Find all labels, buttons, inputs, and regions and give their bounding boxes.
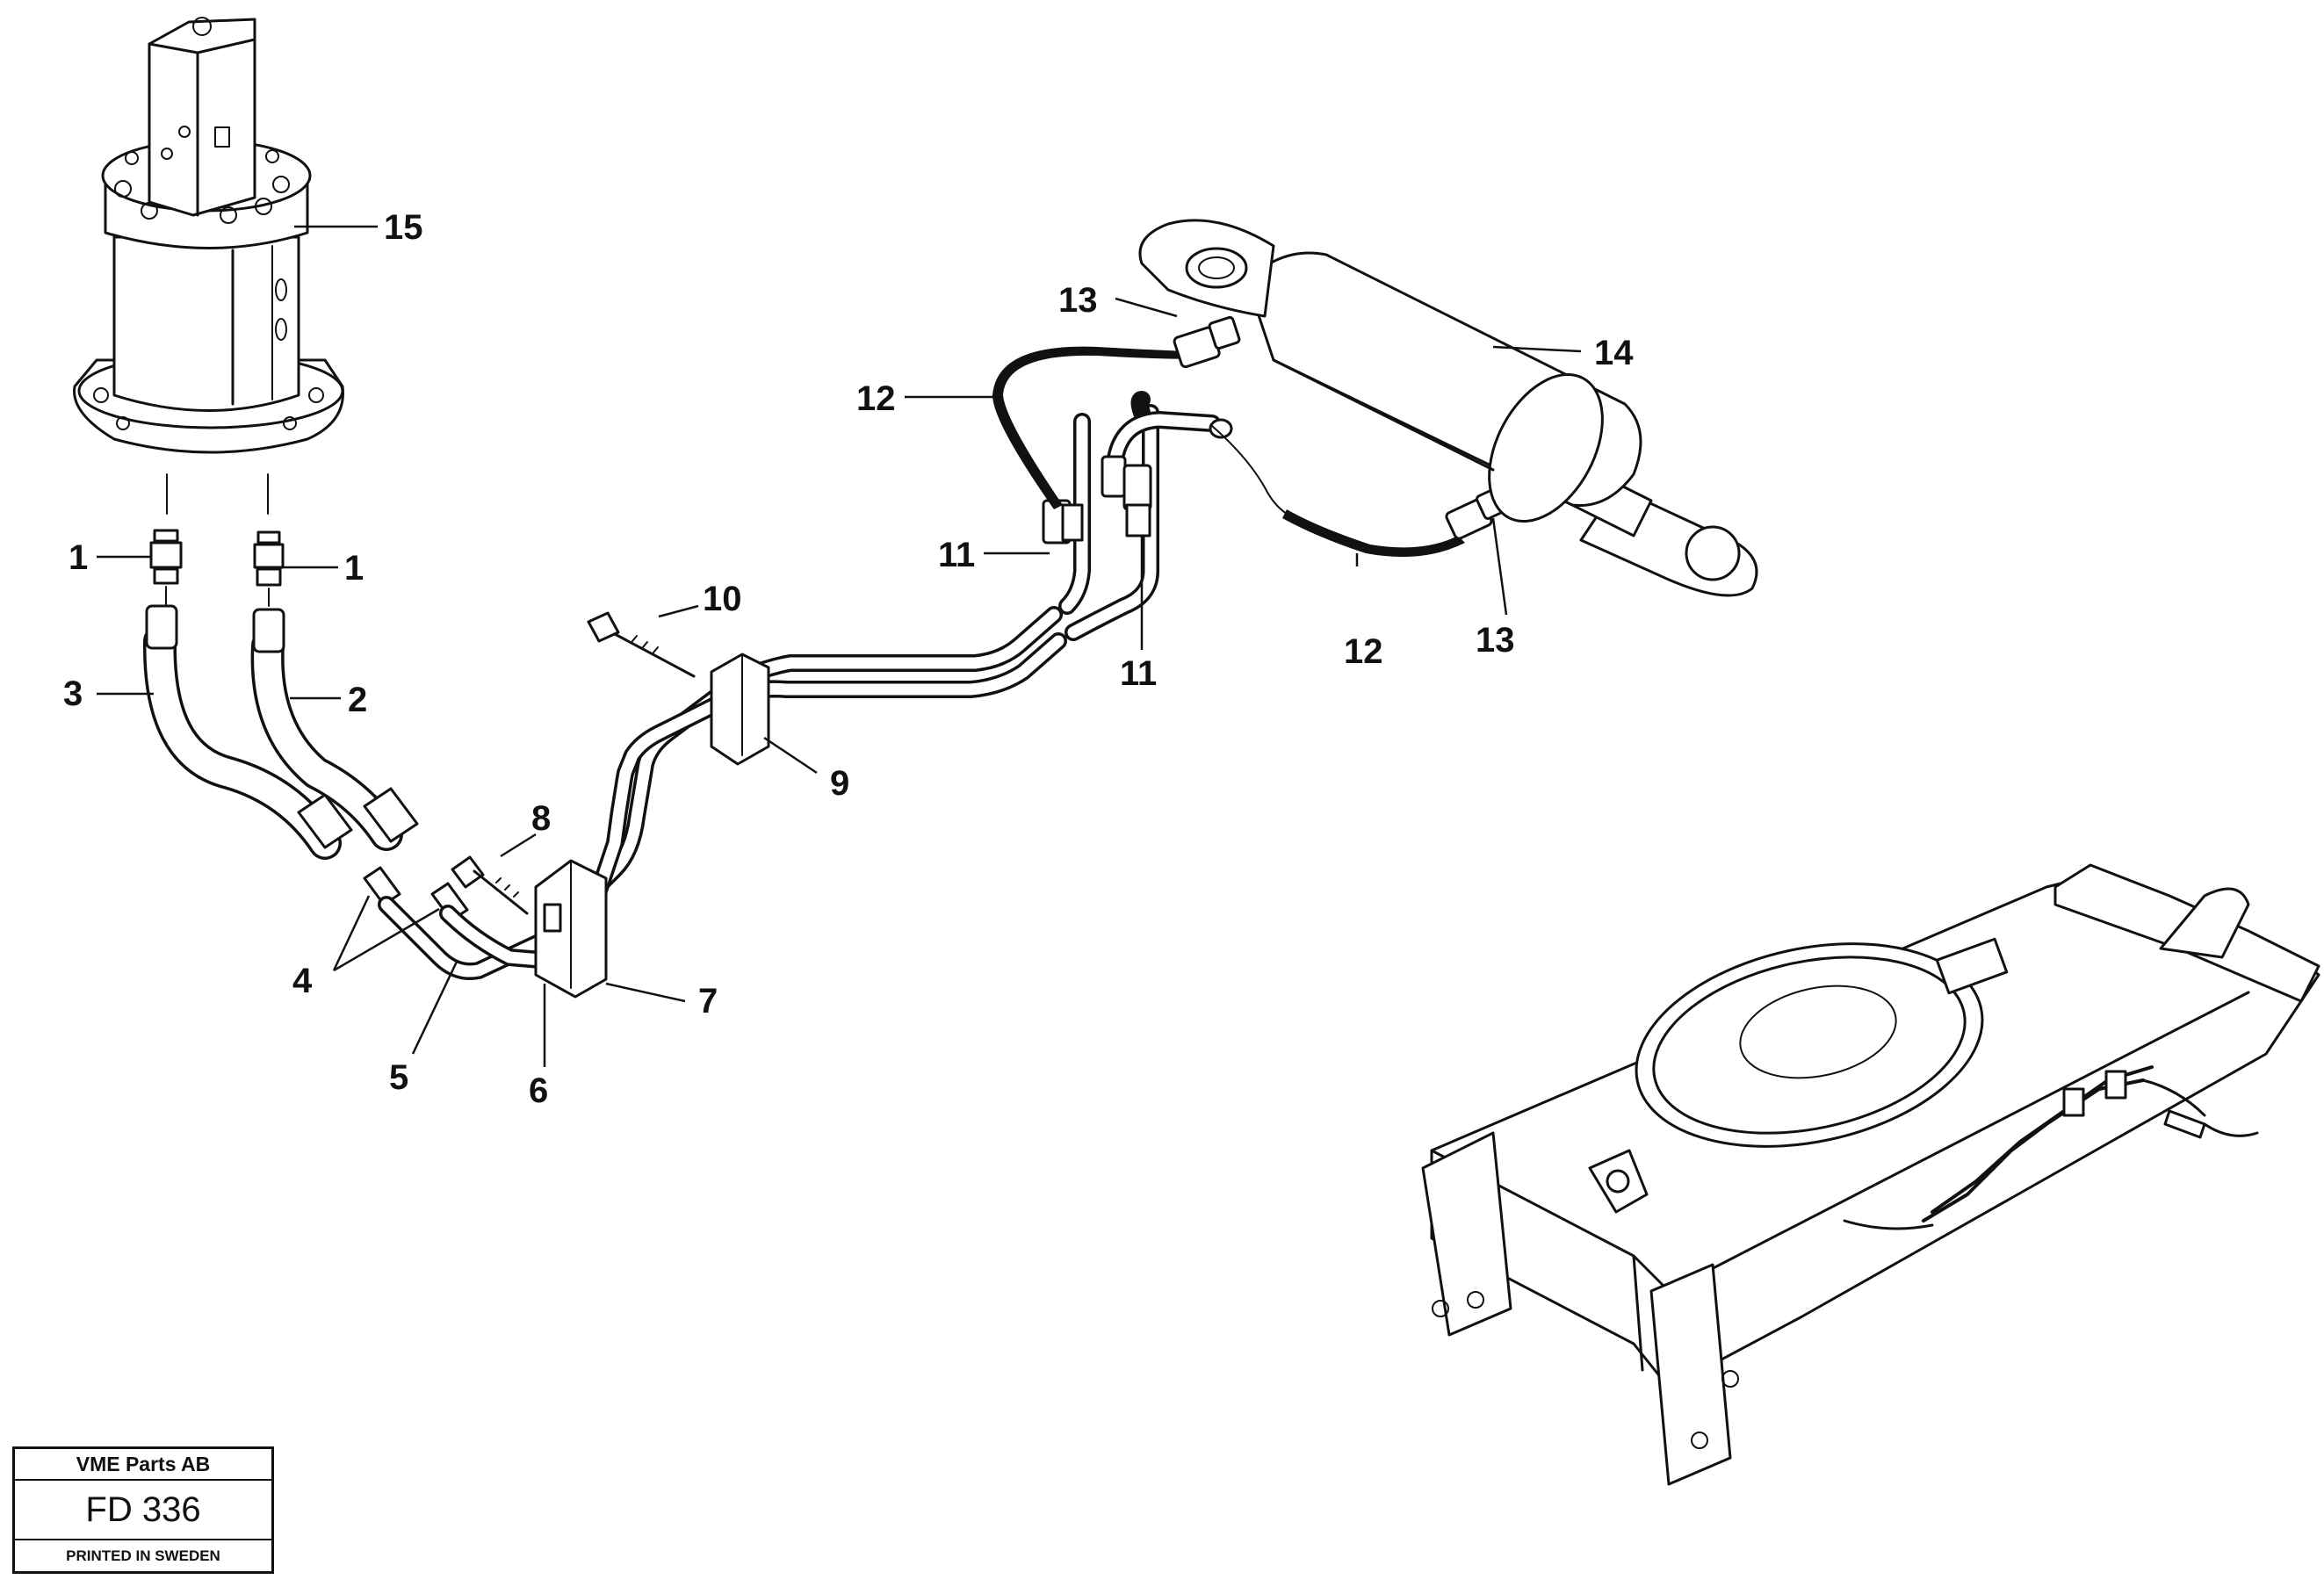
title-block: VME Parts AB FD 336 PRINTED IN SWEDEN (12, 1446, 274, 1574)
callout-6: 6 (529, 1071, 548, 1110)
callout-1-right: 1 (344, 549, 364, 588)
callout-10: 10 (703, 580, 742, 618)
drawing-number: FD 336 (15, 1481, 271, 1540)
swivel-valve-part-15 (73, 17, 344, 515)
company-name: VME Parts AB (15, 1449, 271, 1481)
machine-frame-overview (1421, 863, 2320, 1486)
hose-part-2 (250, 608, 419, 851)
hose-part-12-upper (992, 315, 1241, 509)
leader-lines (97, 225, 1582, 1067)
adapter-fitting-part-1-right (253, 530, 285, 607)
callout-7: 7 (698, 982, 718, 1021)
printed-note: PRINTED IN SWEDEN (66, 1547, 220, 1564)
callout-1-left: 1 (69, 538, 88, 577)
callouts: 15 1 1 3 2 4 5 6 7 8 9 10 11 11 12 12 13… (63, 208, 1634, 1110)
callout-4: 4 (292, 962, 313, 1000)
callout-14: 14 (1594, 334, 1634, 372)
pipe-part-5 (378, 606, 1063, 980)
callout-11-left: 11 (938, 536, 975, 574)
callout-13-upper: 13 (1058, 281, 1098, 320)
screw-part-10 (587, 611, 696, 678)
fitting-part-11-left (1042, 499, 1084, 545)
pipe-part-6 (439, 632, 1067, 970)
clamp-part-7 (534, 859, 608, 999)
callout-13-lower: 13 (1476, 621, 1515, 660)
callout-2: 2 (348, 681, 367, 719)
callout-9: 9 (830, 764, 849, 803)
callout-3: 3 (63, 674, 83, 713)
fitting-part-11-right (1101, 455, 1152, 537)
hose-part-3 (142, 604, 353, 860)
clamp-part-9 (710, 653, 770, 766)
hydraulic-cylinder-part-14 (1138, 219, 1758, 597)
callout-12-lower: 12 (1344, 632, 1383, 671)
callout-5: 5 (389, 1058, 408, 1097)
callout-8: 8 (531, 799, 551, 838)
callout-11-right: 11 (1120, 654, 1157, 693)
adapter-fitting-part-1-left (149, 529, 183, 607)
hose-part-12-lower (1211, 425, 1505, 557)
screw-part-8 (451, 855, 529, 915)
callout-15: 15 (384, 208, 423, 247)
callout-12-upper: 12 (856, 379, 896, 418)
